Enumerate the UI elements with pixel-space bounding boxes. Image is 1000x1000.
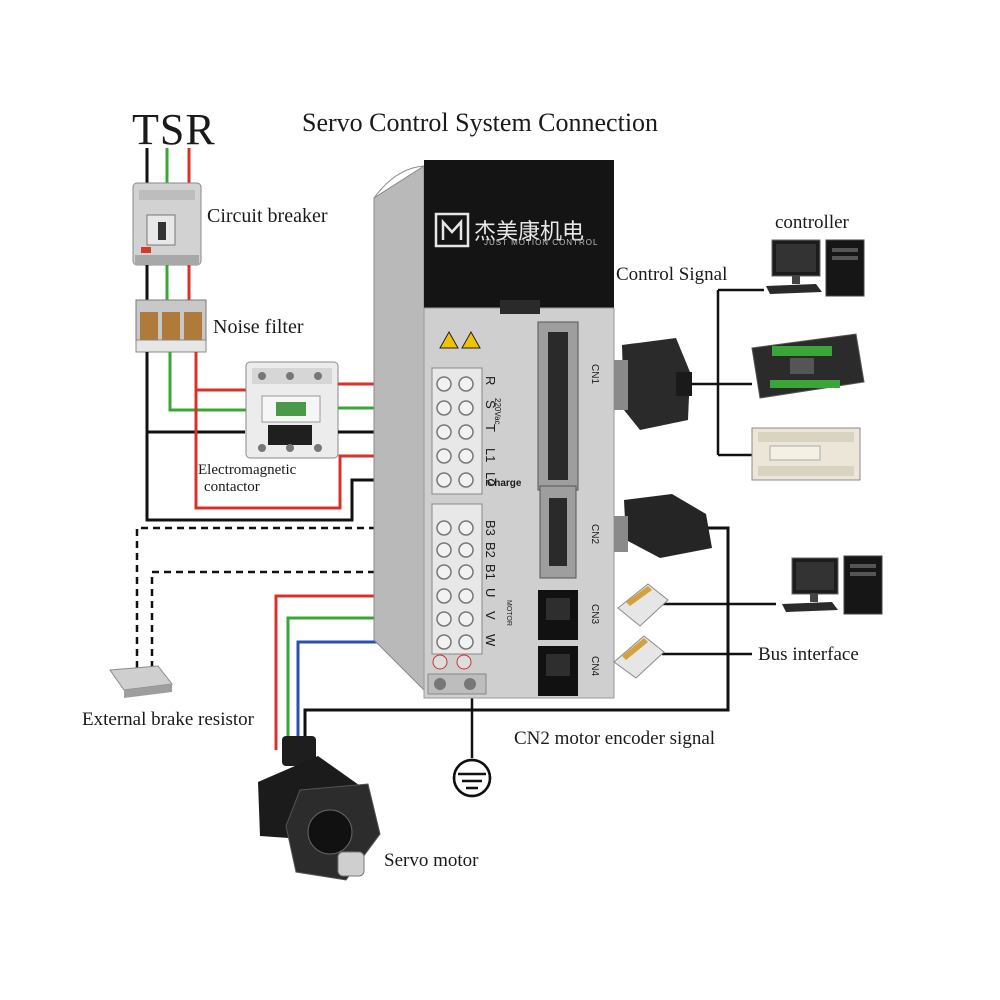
drive-brand-cn: 杰美康机电	[474, 220, 585, 245]
terminal-screw	[458, 611, 474, 627]
drive-brand-en: JUST MOTION CONTROL	[484, 238, 599, 247]
port-label-cn4: CN4	[589, 656, 600, 677]
terminal-screw	[436, 376, 452, 392]
brand-logo-icon	[434, 212, 470, 248]
ground-connection	[452, 692, 492, 798]
bus-interface-label: Bus interface	[758, 644, 859, 665]
terminal-screw	[458, 542, 474, 558]
supply-wires	[145, 148, 191, 185]
control-signal-wires	[688, 288, 764, 457]
warning-icon	[439, 330, 459, 349]
encoder-cable	[303, 526, 730, 740]
breaker-to-filter-wires	[145, 265, 191, 305]
terminal-screw	[436, 520, 452, 536]
hot-surface-icon	[461, 330, 481, 349]
terminal-screw	[436, 588, 452, 604]
terminal-label-v: V	[483, 611, 498, 620]
terminal-screws	[436, 376, 474, 650]
noise-filter-label: Noise filter	[213, 316, 304, 338]
terminal-label-s: S	[483, 400, 498, 409]
terminal-screw	[436, 634, 452, 650]
motion-controller-board	[751, 333, 865, 399]
bus-interface-wires	[662, 602, 776, 656]
terminal-label-l1: L1	[483, 448, 498, 463]
terminal-screw	[436, 448, 452, 464]
ground-terminal	[456, 654, 472, 670]
noise-filter-device	[135, 299, 207, 353]
terminal-screw	[458, 424, 474, 440]
cn1-plug	[614, 338, 692, 430]
terminal-screw	[436, 424, 452, 440]
control-signal-label: Control Signal	[616, 264, 728, 285]
terminal-screw	[436, 542, 452, 558]
em-contactor-label-line2: contactor	[204, 479, 260, 495]
plc-device	[751, 427, 861, 481]
terminal-screw	[458, 520, 474, 536]
terminal-label-b2: B2	[483, 542, 498, 558]
servo-motor-device	[258, 736, 381, 881]
terminal-screw	[458, 634, 474, 650]
external-brake-resistor-device	[109, 665, 173, 698]
em-contactor-device	[245, 361, 339, 459]
terminal-screw	[458, 564, 474, 580]
motor-group-label: MOTOR	[505, 600, 512, 626]
supply-label: TSR	[132, 105, 216, 154]
controller-label: controller	[775, 212, 849, 233]
terminal-label-t: T	[483, 424, 498, 432]
terminal-screw	[458, 588, 474, 604]
terminal-label-l2: L2	[483, 472, 498, 487]
terminal-label-b1: B1	[483, 564, 498, 580]
filter-to-contactor-wires	[145, 352, 252, 434]
terminal-screw	[436, 564, 452, 580]
terminal-screw	[458, 472, 474, 488]
circuit-breaker-label: Circuit breaker	[207, 205, 328, 227]
ground-terminal	[432, 654, 448, 670]
external-brake-resistor-label: External brake resistor	[82, 709, 254, 730]
terminal-label-u: U	[483, 588, 498, 598]
controller-pc	[766, 239, 865, 297]
diagram-title: Servo Control System Connection	[302, 108, 659, 137]
em-contactor-label-line1: Electromagnetic	[198, 462, 297, 478]
terminal-screw	[458, 376, 474, 392]
terminal-screw	[458, 448, 474, 464]
brake-resistor-wires	[135, 526, 441, 668]
terminal-screw	[436, 472, 452, 488]
port-label-cn3: CN3	[589, 604, 600, 625]
terminal-screw	[436, 400, 452, 416]
drive-side-panel	[373, 165, 425, 692]
terminal-screw	[436, 611, 452, 627]
charge-label: Charge	[487, 478, 522, 489]
ground-symbol-icon	[452, 758, 492, 798]
servo-drive	[373, 160, 615, 699]
port-label-cn2: CN2	[589, 524, 600, 545]
terminal-label-b3: B3	[483, 520, 498, 536]
cn2-plug	[614, 494, 712, 558]
servo-motor-label: Servo motor	[384, 850, 479, 871]
terminal-label-w: W	[483, 634, 498, 647]
rj45-plug-cn3	[617, 583, 669, 627]
rj45-plug-cn4	[613, 635, 665, 679]
port-label-cn1: CN1	[589, 364, 600, 385]
terminal-label-r: R	[483, 376, 498, 386]
circuit-breaker-device	[132, 182, 202, 266]
terminal-screw	[458, 400, 474, 416]
drive-top-cover	[424, 160, 614, 308]
encoder-signal-label: CN2 motor encoder signal	[514, 728, 716, 749]
bus-pc	[782, 555, 883, 615]
